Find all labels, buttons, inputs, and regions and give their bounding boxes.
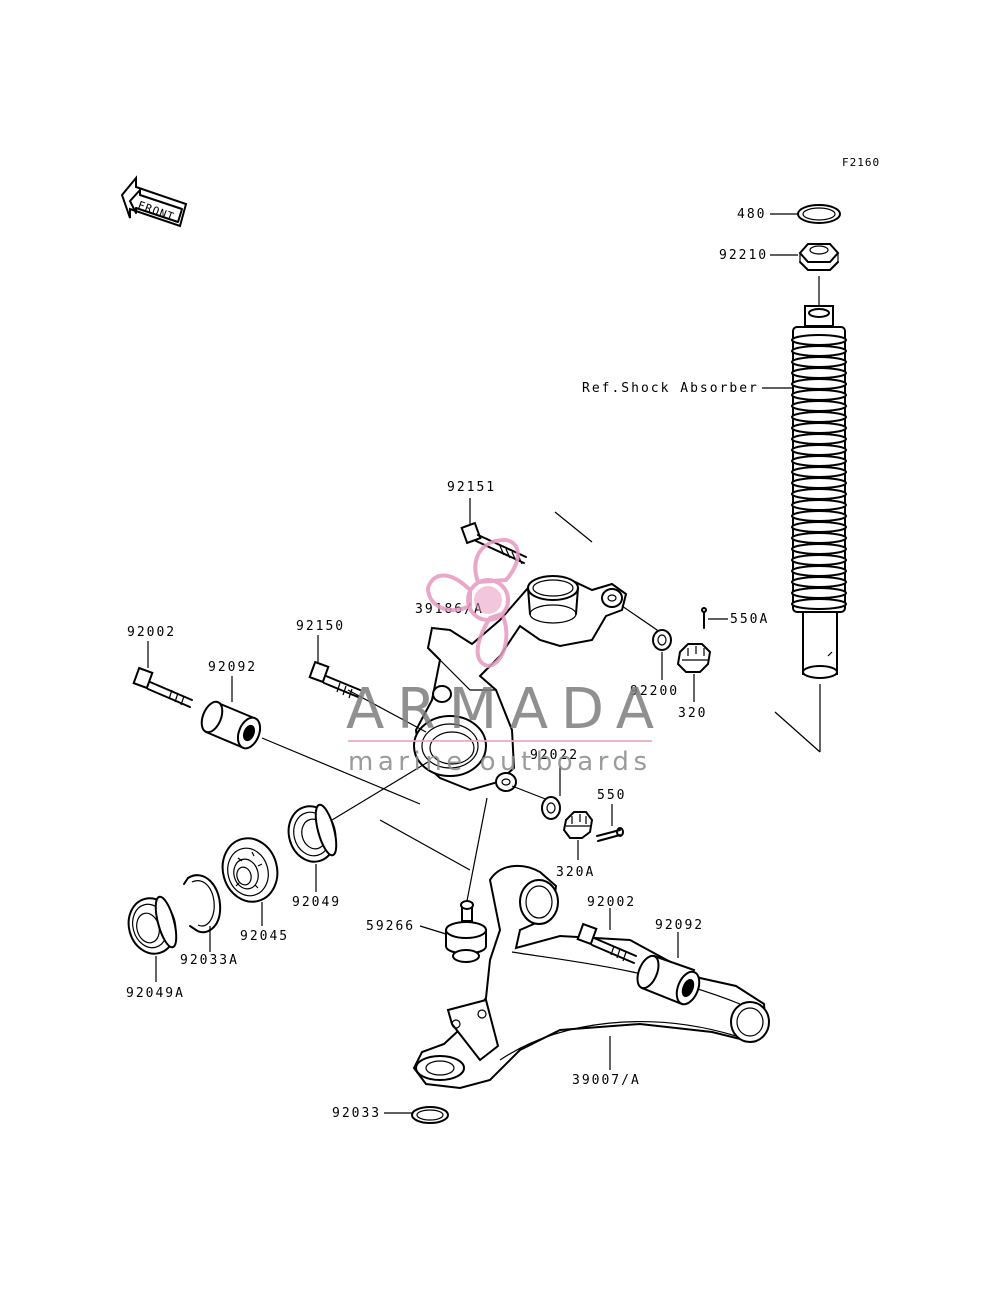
- callout-92045: 92045: [240, 929, 289, 944]
- callout-92002-right: 92002: [587, 895, 636, 910]
- circlip-480: [797, 204, 841, 224]
- shock-coil: [791, 488, 847, 500]
- shock-coil: [791, 455, 847, 467]
- shock-coil: [791, 587, 847, 599]
- callout-92033a: 92033A: [180, 953, 239, 968]
- shock-coil: [791, 521, 847, 533]
- bushing-92092-left: [200, 700, 262, 750]
- washer-92200: [652, 629, 672, 651]
- bolt-92002-left: [132, 666, 193, 708]
- circlip-92033a: [183, 874, 222, 934]
- callout-92150: 92150: [296, 619, 345, 634]
- shock-coil: [791, 433, 847, 445]
- figure-code: F2160: [842, 156, 880, 169]
- shock-coil: [791, 367, 847, 379]
- bolt-92150: [308, 660, 361, 699]
- shock-coil: [791, 444, 847, 456]
- callout-shock-absorber: Ref.Shock Absorber: [582, 381, 759, 396]
- callout-320: 320: [678, 706, 707, 721]
- steering-knuckle-39186a: [413, 575, 628, 792]
- callout-92033: 92033: [332, 1106, 381, 1121]
- callout-92092-right: 92092: [655, 918, 704, 933]
- shock-coil: [791, 576, 847, 588]
- callout-92049: 92049: [292, 895, 341, 910]
- callout-550a: 550A: [730, 612, 769, 627]
- shock-coil: [791, 334, 847, 346]
- bearing-92045: [221, 837, 279, 903]
- shock-coil: [791, 378, 847, 390]
- washer-92022: [541, 796, 561, 820]
- shock-coil: [791, 499, 847, 511]
- shock-coil: [791, 543, 847, 555]
- callout-92002-left: 92002: [127, 625, 176, 640]
- shock-coil: [791, 510, 847, 522]
- shock-coil: [791, 345, 847, 357]
- seal-92049a: [127, 895, 178, 955]
- propeller-logo-icon: [425, 537, 520, 669]
- castle-nut-320a: [562, 811, 594, 839]
- callout-92092-left: 92092: [208, 660, 257, 675]
- callout-92200: 92200: [630, 684, 679, 699]
- nut-92210: [798, 243, 840, 271]
- callout-320a: 320A: [556, 865, 595, 880]
- shock-coil: [791, 356, 847, 368]
- shock-coil: [791, 411, 847, 423]
- callout-92151: 92151: [447, 480, 496, 495]
- shock-coil: [791, 477, 847, 489]
- shock-coil: [791, 389, 847, 401]
- shock-coil: [791, 532, 847, 544]
- a-arm-39007a: [412, 864, 770, 1090]
- ball-joint-59266: [445, 900, 487, 963]
- callout-39007a: 39007/A: [572, 1073, 641, 1088]
- shock-coil: [791, 554, 847, 566]
- callout-59266: 59266: [366, 919, 415, 934]
- front-arrow-icon: FRONT: [120, 175, 188, 228]
- watermark-subtitle: marine outboards: [348, 747, 652, 777]
- shock-absorber: [791, 276, 847, 679]
- cotter-pin-550a: [701, 607, 707, 629]
- castle-nut-320: [676, 643, 712, 673]
- circlip-92033: [411, 1106, 449, 1124]
- callout-480: 480: [737, 207, 766, 222]
- callout-92022: 92022: [530, 748, 579, 763]
- bolt-92002-right: [576, 922, 637, 964]
- bushing-92092-right: [636, 954, 701, 1006]
- shock-coil: [791, 466, 847, 478]
- callout-92210: 92210: [719, 248, 768, 263]
- seal-92049: [287, 803, 338, 863]
- shock-coil: [791, 565, 847, 577]
- watermark: ARMADA marine outboards: [346, 537, 654, 777]
- shock-coil: [791, 598, 847, 610]
- callout-550: 550: [597, 788, 626, 803]
- cotter-pin-550: [596, 827, 624, 842]
- callout-92049a: 92049A: [126, 986, 185, 1001]
- shock-coil: [791, 400, 847, 412]
- shock-coil: [791, 422, 847, 434]
